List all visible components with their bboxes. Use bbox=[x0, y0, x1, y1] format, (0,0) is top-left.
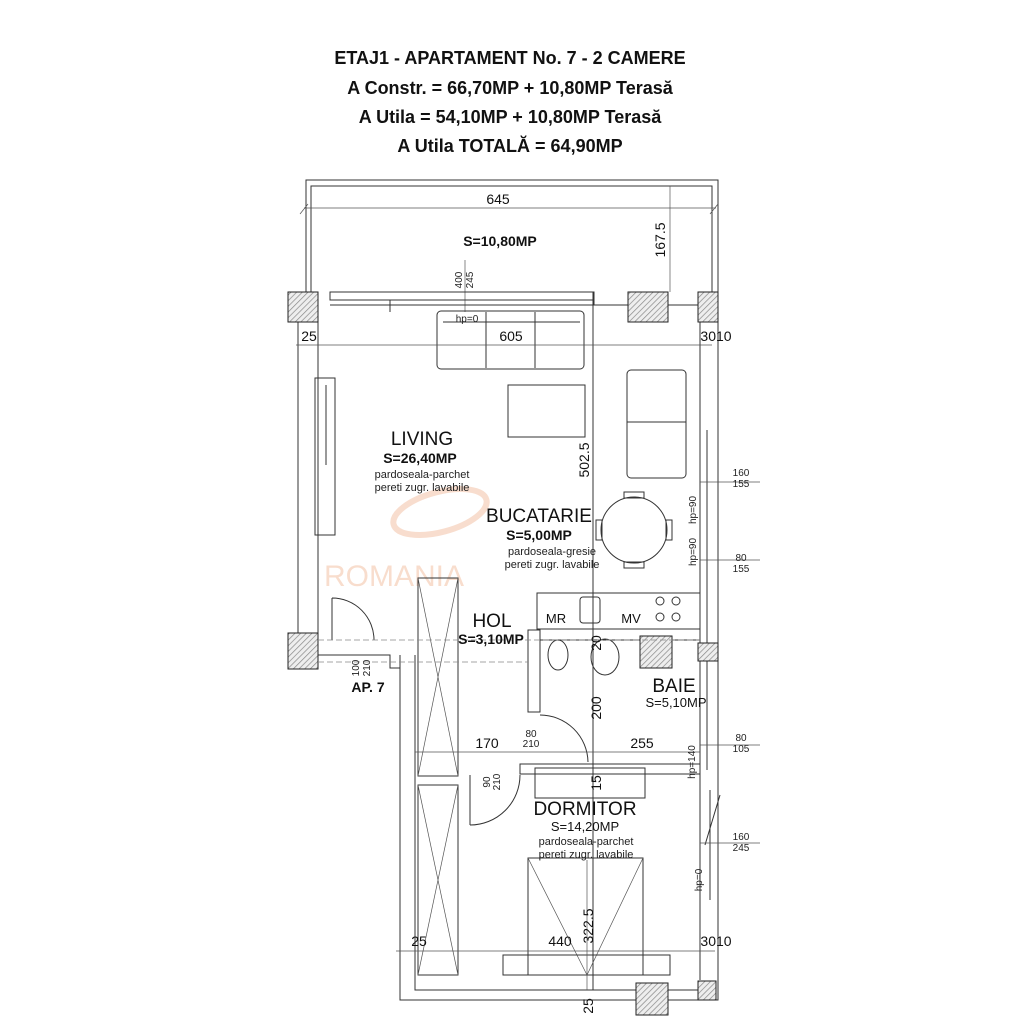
dim-25-bottom: 25 bbox=[411, 933, 427, 949]
room-kitchen-walls: pereti zugr. lavabile bbox=[505, 559, 600, 571]
room-hall-area: S=3,10MP bbox=[458, 631, 524, 647]
entrance-label: AP. 7 bbox=[351, 679, 384, 695]
dim-hp0-bed: hp=0 bbox=[694, 868, 705, 891]
dim-200: 200 bbox=[588, 696, 604, 720]
dim-bath-door-bottom: 210 bbox=[523, 739, 540, 750]
dim-bed-door-top: 90 bbox=[482, 776, 493, 788]
walls bbox=[297, 291, 719, 1001]
title-block: ETAJ1 - APARTAMENT No. 7 - 2 CAMERE A Co… bbox=[334, 48, 685, 156]
watermark: ROMANIA bbox=[324, 486, 490, 593]
dim-605: 605 bbox=[499, 328, 523, 344]
armchair bbox=[626, 369, 687, 479]
terrace bbox=[299, 179, 719, 312]
dimension-labels: 25 605 3010 hp=0 502.5 160 155 hp=90 hp=… bbox=[301, 314, 750, 1014]
sofa bbox=[436, 310, 585, 370]
room-hall-name: HOL bbox=[472, 611, 511, 632]
dim-w2-bottom: 155 bbox=[733, 564, 750, 575]
sink-icon bbox=[579, 596, 601, 624]
toilet-icon bbox=[547, 639, 569, 671]
title-line-3: A Utila = 54,10MP + 10,80MP Terasă bbox=[359, 107, 663, 127]
title-line-2: A Constr. = 66,70MP + 10,80MP Terasă bbox=[347, 78, 674, 98]
pillars bbox=[287, 291, 719, 1016]
dim-w1-bottom: 155 bbox=[733, 479, 750, 490]
dim-hp90-b: hp=90 bbox=[688, 538, 699, 567]
coffee-table bbox=[507, 384, 586, 438]
dishwasher-label: MV bbox=[621, 611, 641, 626]
dim-w4-bottom: 245 bbox=[733, 843, 750, 854]
dim-w1-top: 160 bbox=[733, 468, 750, 479]
title-line-1: ETAJ1 - APARTAMENT No. 7 - 2 CAMERE bbox=[334, 48, 685, 68]
dim-3010-top: 3010 bbox=[700, 328, 731, 344]
dim-502-5: 502.5 bbox=[576, 442, 592, 477]
room-living-floor: pardoseala-parchet bbox=[375, 469, 470, 481]
dim-15: 15 bbox=[588, 775, 604, 791]
room-living-name: LIVING bbox=[391, 429, 453, 450]
room-bedroom-name: DORMITOR bbox=[533, 799, 636, 820]
dim-terrace-depth: 167.5 bbox=[652, 222, 668, 257]
dim-20: 20 bbox=[588, 635, 604, 651]
dim-terrace-width: 645 bbox=[486, 191, 510, 207]
room-kitchen-name: BUCATARIE bbox=[486, 506, 592, 527]
room-bedroom-walls: pereti zugr. lavabile bbox=[539, 849, 634, 861]
dim-w3-top: 80 bbox=[735, 733, 747, 744]
dim-hp0-sofa: hp=0 bbox=[456, 314, 479, 325]
wardrobe-bedroom bbox=[417, 784, 459, 976]
dim-322-5: 322.5 bbox=[580, 908, 596, 943]
room-bath-area: S=5,10MP bbox=[645, 695, 706, 710]
dim-hp90-a: hp=90 bbox=[688, 496, 699, 525]
dim-bed-door-bottom: 210 bbox=[492, 773, 503, 790]
room-kitchen-area: S=5,00MP bbox=[506, 527, 572, 543]
washbasin-icon bbox=[590, 638, 620, 676]
kitchen-counter bbox=[536, 592, 701, 630]
room-bath-name: BAIE bbox=[652, 676, 695, 697]
fridge-label: MR bbox=[546, 611, 566, 626]
room-bedroom-area: S=14,20MP bbox=[551, 819, 619, 834]
title-line-4: A Utila TOTALĂ = 64,90MP bbox=[397, 135, 622, 156]
tv-unit bbox=[314, 377, 336, 536]
dim-25-top: 25 bbox=[301, 328, 317, 344]
doors bbox=[331, 597, 721, 846]
dim-170: 170 bbox=[475, 735, 499, 751]
dining-table bbox=[600, 496, 668, 564]
dim-3010-bottom: 3010 bbox=[700, 933, 731, 949]
dim-25-base: 25 bbox=[580, 998, 596, 1014]
dim-440: 440 bbox=[548, 933, 572, 949]
room-living-walls: pereti zugr. lavabile bbox=[375, 482, 470, 494]
terrace-door-bottom: 245 bbox=[465, 271, 476, 288]
watermark-text: ROMANIA bbox=[324, 560, 464, 593]
dimension-lines bbox=[296, 344, 760, 990]
dim-bath-door-top: 80 bbox=[525, 729, 537, 740]
entrance-door-bottom: 210 bbox=[362, 659, 373, 676]
room-bedroom-floor: pardoseala-parchet bbox=[539, 836, 634, 848]
dim-hp140: hp=140 bbox=[687, 745, 698, 779]
room-living-area: S=26,40MP bbox=[383, 450, 457, 466]
furniture bbox=[314, 310, 701, 976]
terrace-area: S=10,80MP bbox=[463, 233, 537, 249]
dim-w4-top: 160 bbox=[733, 832, 750, 843]
room-kitchen-floor: pardoseala-gresie bbox=[508, 546, 596, 558]
dim-w2-top: 80 bbox=[735, 553, 747, 564]
entrance-door-top: 100 bbox=[351, 659, 362, 676]
terrace-door-top: 400 bbox=[454, 271, 465, 288]
wardrobe-hall bbox=[417, 577, 459, 777]
dim-255: 255 bbox=[630, 735, 654, 751]
dim-w3-bottom: 105 bbox=[733, 744, 750, 755]
